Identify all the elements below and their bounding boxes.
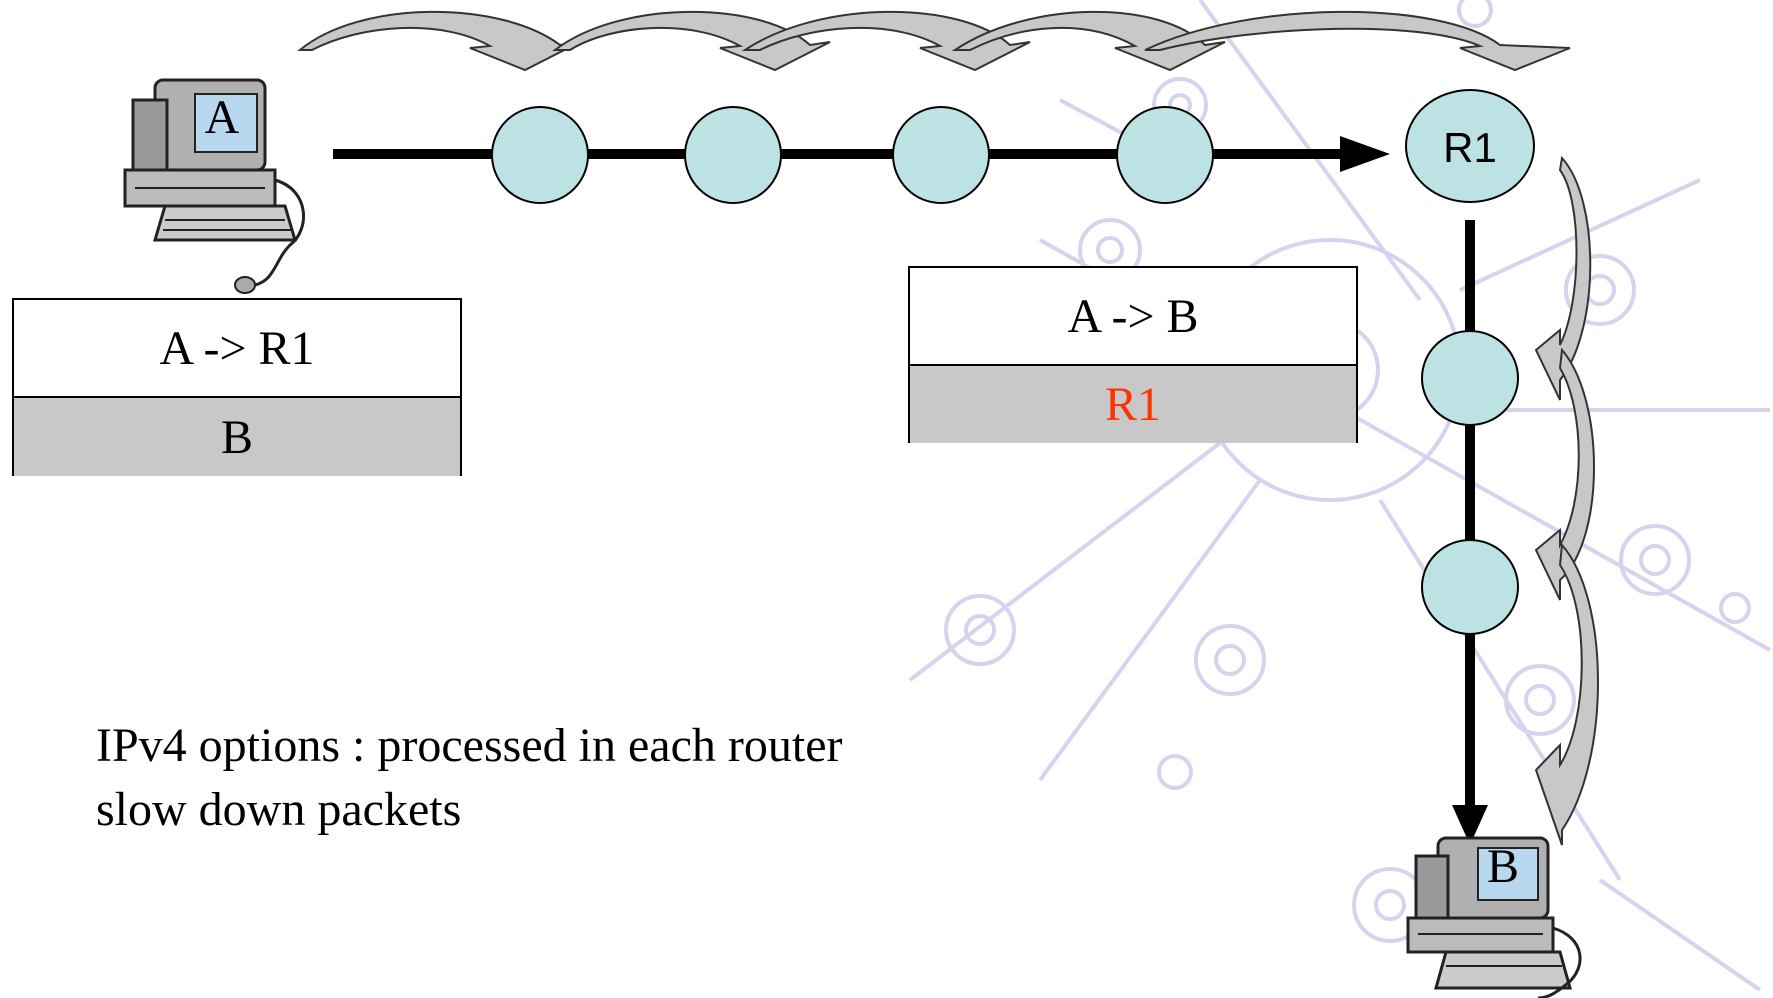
computer-b-icon <box>1406 836 1582 998</box>
hop-arrows-top <box>297 10 1571 72</box>
caption: IPv4 options : processed in each router … <box>96 714 842 842</box>
caption-line-2: slow down packets <box>96 783 462 836</box>
router-node <box>892 106 990 204</box>
router-node <box>1421 330 1519 426</box>
computer-a-label: A <box>205 91 240 144</box>
packet-header-left: A -> R1 B <box>12 298 462 476</box>
router-node-r1 <box>1405 89 1535 203</box>
caption-line-1: IPv4 options : processed in each router <box>96 719 843 772</box>
packet-header-left-option: B <box>14 398 460 476</box>
packet-header-right-option: R1 <box>910 366 1356 443</box>
router-r1-label: R1 <box>1443 124 1497 171</box>
packet-header-right: A -> B R1 <box>908 266 1358 443</box>
path-vertical <box>1452 220 1488 845</box>
router-node <box>491 106 589 204</box>
router-nodes <box>491 89 1535 635</box>
hop-arrows-right <box>1534 155 1599 846</box>
computer-a-icon <box>123 78 305 294</box>
router-node <box>1116 106 1214 204</box>
router-node <box>1421 539 1519 635</box>
computer-b-label: B <box>1487 840 1519 893</box>
router-node <box>684 106 782 204</box>
packet-header-left-addr: A -> R1 <box>14 300 460 398</box>
packet-header-right-addr: A -> B <box>910 268 1356 366</box>
